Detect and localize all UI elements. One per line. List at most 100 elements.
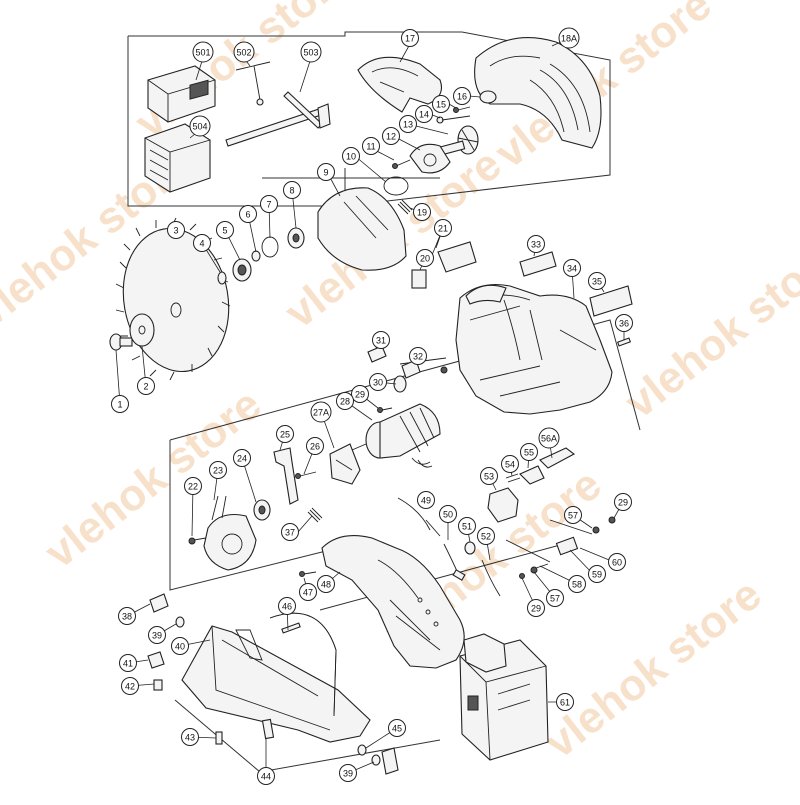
callout-circle <box>608 553 626 571</box>
callout-p24: 24 <box>233 449 251 467</box>
callout-circle <box>189 115 211 137</box>
blade-group <box>109 217 305 381</box>
callout-circle <box>209 461 227 479</box>
callout-circle <box>432 95 450 113</box>
callout-p46: 46 <box>278 597 296 615</box>
callout-number: 46 <box>282 602 292 612</box>
callout-p58: 58 <box>568 575 586 593</box>
callout-p53: 53 <box>480 467 498 485</box>
callout-circle <box>477 527 495 545</box>
callout-circle <box>434 219 452 237</box>
callout-number: 58 <box>572 580 582 590</box>
callout-p1: 1 <box>111 395 129 413</box>
callout-p34: 34 <box>563 259 581 277</box>
bearing-housing-part <box>409 143 451 174</box>
callout-p31: 31 <box>372 331 390 349</box>
callout-p43: 43 <box>181 728 199 746</box>
callout-circle <box>401 29 419 47</box>
knob-part <box>149 593 169 613</box>
callout-number: 7 <box>266 200 271 210</box>
callout-number: 29 <box>618 498 628 508</box>
callout-number: 34 <box>567 264 577 274</box>
callout-number: 13 <box>403 120 413 130</box>
callout-number: 36 <box>619 319 629 329</box>
callout-p17: 17 <box>401 29 419 47</box>
spindle-gear-part <box>438 125 479 156</box>
motor-group <box>188 345 448 571</box>
callout-number: 40 <box>175 642 185 652</box>
housing-group <box>411 241 633 415</box>
callout-number: 41 <box>123 659 133 669</box>
callout-p12: 12 <box>382 127 400 145</box>
callout-p28: 28 <box>336 392 354 410</box>
callout-circle <box>306 437 324 455</box>
callout-p55: 55 <box>520 443 538 461</box>
callout-number: 39 <box>343 769 353 779</box>
callout-p57b: 57 <box>546 589 564 607</box>
plate-part <box>437 241 477 273</box>
callout-circle <box>111 395 129 413</box>
switch-lever-part <box>273 447 299 505</box>
callout-circle <box>137 377 155 395</box>
guard-cover-part <box>357 56 443 113</box>
callout-p50: 50 <box>439 505 457 523</box>
callout-number: 48 <box>321 580 331 590</box>
charger-part <box>147 65 216 123</box>
label-part <box>519 251 557 277</box>
callout-circle <box>260 195 278 213</box>
callout-number: 43 <box>185 733 195 743</box>
callout-number: 2 <box>143 382 148 392</box>
callout-circle <box>520 443 538 461</box>
callout-circle <box>588 272 606 290</box>
callout-circle <box>278 597 296 615</box>
callout-circle <box>563 259 581 277</box>
callout-p501: 501 <box>192 41 214 63</box>
knob-part <box>147 651 165 669</box>
callout-circle <box>119 654 137 672</box>
callout-circle <box>556 693 574 711</box>
callout-p49: 49 <box>417 491 435 509</box>
callout-number: 25 <box>280 430 290 440</box>
callout-number: 54 <box>505 460 515 470</box>
callout-p8: 8 <box>283 181 301 199</box>
callout-p23: 23 <box>209 461 227 479</box>
callout-number: 21 <box>438 224 448 234</box>
callout-p27A: 27A <box>310 401 332 423</box>
callout-number: 51 <box>462 522 472 532</box>
callout-circle <box>362 137 380 155</box>
callout-number: 504 <box>192 122 207 132</box>
callout-p36: 36 <box>615 314 633 332</box>
callout-circle <box>342 147 360 165</box>
callout-p10: 10 <box>342 147 360 165</box>
callout-circle <box>558 27 580 49</box>
callout-circle <box>439 505 457 523</box>
callout-p40: 40 <box>171 637 189 655</box>
callout-number: 6 <box>245 210 250 220</box>
hex-wrench-part <box>235 61 271 106</box>
callout-number: 12 <box>386 132 396 142</box>
callout-circle <box>171 637 189 655</box>
callout-number: 5 <box>222 226 227 236</box>
callout-circle <box>216 221 234 239</box>
callout-number: 55 <box>524 448 534 458</box>
saw-blade-part <box>115 217 231 381</box>
callout-p57a: 57 <box>564 506 582 524</box>
callout-circle <box>317 163 335 181</box>
callout-number: 61 <box>560 698 570 708</box>
callout-number: 56A <box>541 434 557 444</box>
callout-circle <box>415 105 433 123</box>
callout-p15: 15 <box>432 95 450 113</box>
callout-circle <box>192 41 214 63</box>
callout-number: 53 <box>484 472 494 482</box>
callout-p37: 37 <box>281 523 299 541</box>
callout-p503: 503 <box>300 41 322 63</box>
callout-circle <box>615 314 633 332</box>
callout-number: 57 <box>550 594 560 604</box>
callout-circle <box>388 719 406 737</box>
callout-number: 23 <box>213 466 223 476</box>
callout-p29c: 29 <box>527 599 545 617</box>
callout-circle <box>317 575 335 593</box>
callout-circle <box>351 385 369 403</box>
callout-p47: 47 <box>299 583 317 601</box>
callout-circle <box>480 467 498 485</box>
